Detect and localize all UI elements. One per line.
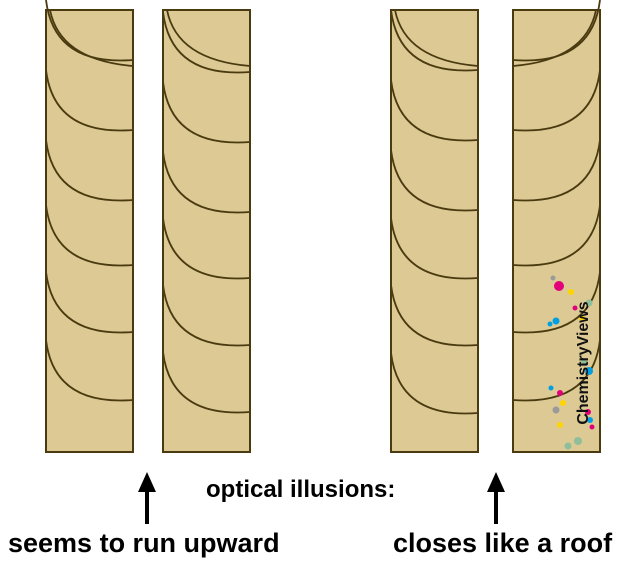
strip-arc xyxy=(512,69,601,132)
strip-arc xyxy=(390,9,479,72)
logo-dot xyxy=(554,281,564,291)
strip-arc xyxy=(45,204,134,267)
logo-dot xyxy=(568,289,574,295)
strip-arc xyxy=(512,339,601,402)
logo-dot xyxy=(552,406,560,414)
strip-arc xyxy=(45,139,134,202)
logo-dot xyxy=(560,400,566,406)
logo-dot xyxy=(572,305,578,311)
strip-arc xyxy=(512,0,601,62)
strip-arc xyxy=(162,11,251,74)
chemistryviews-logo-text: ChemistryViews xyxy=(575,301,592,425)
strip-arc xyxy=(45,271,134,334)
strip-arc xyxy=(45,339,134,402)
caption-right: closes like a roof xyxy=(393,528,613,558)
logo-dot xyxy=(550,275,556,281)
strip-arc xyxy=(45,69,134,132)
arrows-group xyxy=(138,472,505,524)
logo-dots xyxy=(547,275,595,450)
logo-dot xyxy=(585,409,591,415)
strip-3 xyxy=(390,9,479,453)
logo-dot xyxy=(564,442,572,450)
logo-dot xyxy=(585,367,593,375)
strip-arc xyxy=(166,9,251,67)
strip-1 xyxy=(45,0,134,453)
logo-dot xyxy=(579,315,585,321)
strip-arc xyxy=(49,9,134,67)
caption-left: seems to run upward xyxy=(8,528,280,558)
strip-body xyxy=(162,9,251,453)
strip-arc xyxy=(390,217,479,280)
logo-dot xyxy=(581,359,587,365)
strip-arc xyxy=(390,352,479,415)
strip-arc xyxy=(162,81,251,144)
logo-dot xyxy=(557,390,563,396)
strip-arc xyxy=(390,79,479,142)
logo-dot xyxy=(585,299,593,307)
logo-dot xyxy=(574,437,582,445)
strip-arc xyxy=(512,204,601,267)
strip-arc xyxy=(512,139,601,202)
strip-arc xyxy=(162,151,251,214)
strip-body xyxy=(45,9,134,453)
logo-dot xyxy=(587,417,593,423)
strip-arc xyxy=(390,149,479,212)
logo-dot xyxy=(547,321,553,327)
strip-arc xyxy=(162,217,251,280)
strip-arc xyxy=(512,271,601,334)
arrow-right xyxy=(487,472,505,524)
strip-body xyxy=(390,9,479,453)
strip-arc xyxy=(390,284,479,347)
strip-arc xyxy=(394,9,479,67)
strip-arc xyxy=(512,9,597,67)
logo-dot xyxy=(548,385,554,391)
arrow-left xyxy=(138,472,156,524)
strip-4 xyxy=(512,0,601,453)
strip-arc xyxy=(162,351,251,414)
logo-dot xyxy=(557,422,563,428)
logo-dot xyxy=(589,424,595,430)
strip-2 xyxy=(162,9,251,453)
logo-dot xyxy=(552,317,560,325)
strip-arc xyxy=(45,0,134,62)
strip-arc xyxy=(162,284,251,347)
strips-group xyxy=(45,0,601,453)
illusion-title: optical illusions: xyxy=(206,476,396,503)
